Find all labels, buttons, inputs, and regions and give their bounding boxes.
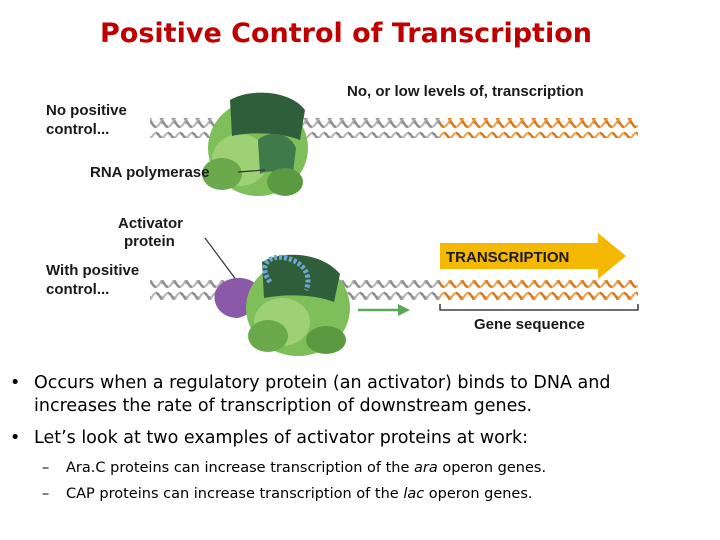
bullet-2-line-1: Let’s look at two examples of activator … — [34, 427, 694, 450]
sub-bullet-1-text: Ara.C proteins can increase transcriptio… — [66, 460, 414, 476]
no-positive-control-label-1: No positive — [46, 102, 127, 119]
bullet-1-line-1: Occurs when a regulatory protein (an act… — [34, 372, 694, 395]
activator-protein-label-1: Activator — [118, 215, 183, 232]
rna-polymerase-label: RNA polymerase — [90, 164, 210, 181]
bullet-item-1: • Occurs when a regulatory protein (an a… — [34, 372, 694, 418]
no-positive-control-label-2: control... — [46, 121, 109, 138]
sub-bullet-1-end: operon genes. — [438, 460, 546, 476]
with-positive-control-label-1: With positive — [46, 262, 139, 279]
page-title: Positive Control of Transcription — [0, 18, 692, 49]
direction-arrow — [358, 304, 410, 316]
sub-bullet-1-italic: ara — [414, 460, 438, 476]
activator-pointer — [205, 238, 240, 285]
dna-strand-bottom-orange — [440, 280, 638, 300]
transcription-diagram: No, or low levels of, transcription No p… — [0, 70, 720, 360]
activator-protein-label-2: protein — [124, 233, 175, 250]
bullet-dot: • — [10, 372, 20, 395]
with-positive-control-label-2: control... — [46, 281, 109, 298]
gene-sequence-label: Gene sequence — [474, 316, 585, 333]
rna-polymerase-bottom — [246, 255, 350, 356]
transcription-arrow-label: TRANSCRIPTION — [446, 249, 569, 266]
bullet-1-line-2: increases the rate of transcription of d… — [34, 395, 694, 418]
bullet-item-2: • Let’s look at two examples of activato… — [34, 427, 694, 450]
sub-bullet-2-text: CAP proteins can increase transcription … — [66, 486, 403, 502]
sub-bullet-1: – Ara.C proteins can increase transcript… — [66, 458, 686, 478]
gene-sequence-bracket — [440, 304, 638, 310]
sub-bullet-2: – CAP proteins can increase transcriptio… — [66, 484, 686, 504]
rna-polymerase-top — [202, 93, 308, 196]
dna-strand-top-orange — [440, 118, 638, 138]
bullet-dot: • — [10, 427, 20, 450]
sub-bullet-dash: – — [42, 484, 49, 504]
sub-bullet-2-end: operon genes. — [424, 486, 532, 502]
no-transcription-caption: No, or low levels of, transcription — [347, 83, 584, 100]
sub-bullet-2-italic: lac — [403, 486, 424, 502]
sub-bullet-dash: – — [42, 458, 49, 478]
